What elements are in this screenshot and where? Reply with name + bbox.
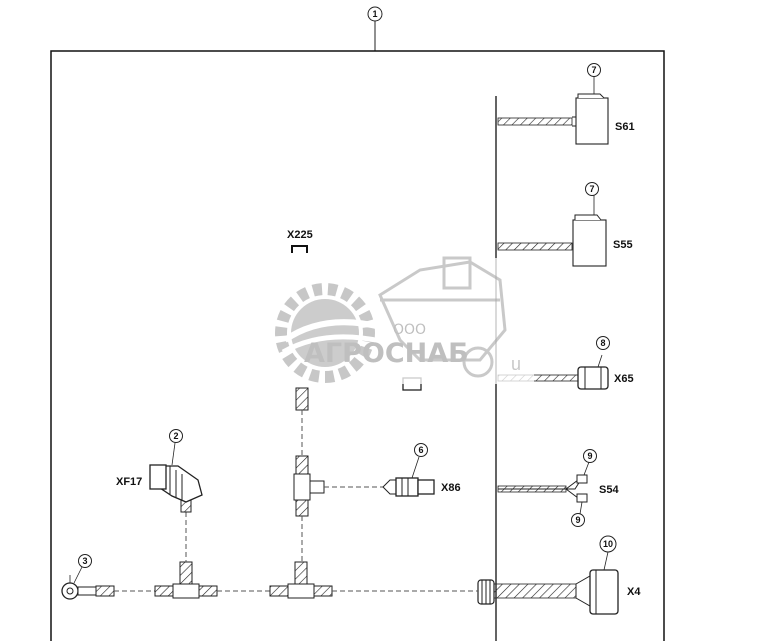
switch-s61: 7 S61 <box>497 63 635 145</box>
x65-callout: 8 <box>600 338 605 348</box>
combine-harvester-icon <box>378 256 507 378</box>
ring-terminal-callout: 3 <box>82 556 87 566</box>
s55-label: S55 <box>613 239 633 251</box>
s54-callout-top: 9 <box>587 451 592 461</box>
switch-s55: 7 S55 <box>497 182 633 267</box>
s54-label: S54 <box>599 484 619 496</box>
connector-x225: X225 <box>287 229 313 253</box>
x65-label: X65 <box>614 373 634 385</box>
s61-callout: 7 <box>591 65 596 75</box>
x4-label: X4 <box>627 586 641 598</box>
connector-xf17: 2 XF17 <box>116 429 203 562</box>
x225-label: X225 <box>287 229 313 241</box>
x4-callout: 10 <box>603 539 613 549</box>
s54-callout-bottom: 9 <box>575 515 580 525</box>
switch-s54: 9 9 S54 <box>497 449 619 527</box>
assembly-callout: 1 <box>367 6 383 51</box>
s55-callout: 7 <box>589 184 594 194</box>
x86-label: X86 <box>441 482 461 494</box>
bottom-harness: 3 <box>61 554 478 600</box>
xf17-label: XF17 <box>116 476 142 488</box>
connector-x4: 10 X4 <box>477 535 641 615</box>
watermark-logo: ООО АГРОСНАБ <box>244 256 534 384</box>
xf17-callout: 2 <box>173 431 178 441</box>
connector-x86: 6 X86 <box>382 443 461 497</box>
gear-icon <box>275 283 386 383</box>
middle-branch <box>293 377 422 562</box>
assembly-callout-number: 1 <box>372 9 377 19</box>
s61-label: S61 <box>615 121 635 133</box>
watermark-prefix: ООО <box>393 322 426 338</box>
watermark-company: АГРОСНАБ <box>304 338 469 369</box>
x86-callout: 6 <box>418 445 423 455</box>
harness-frame <box>50 50 665 641</box>
